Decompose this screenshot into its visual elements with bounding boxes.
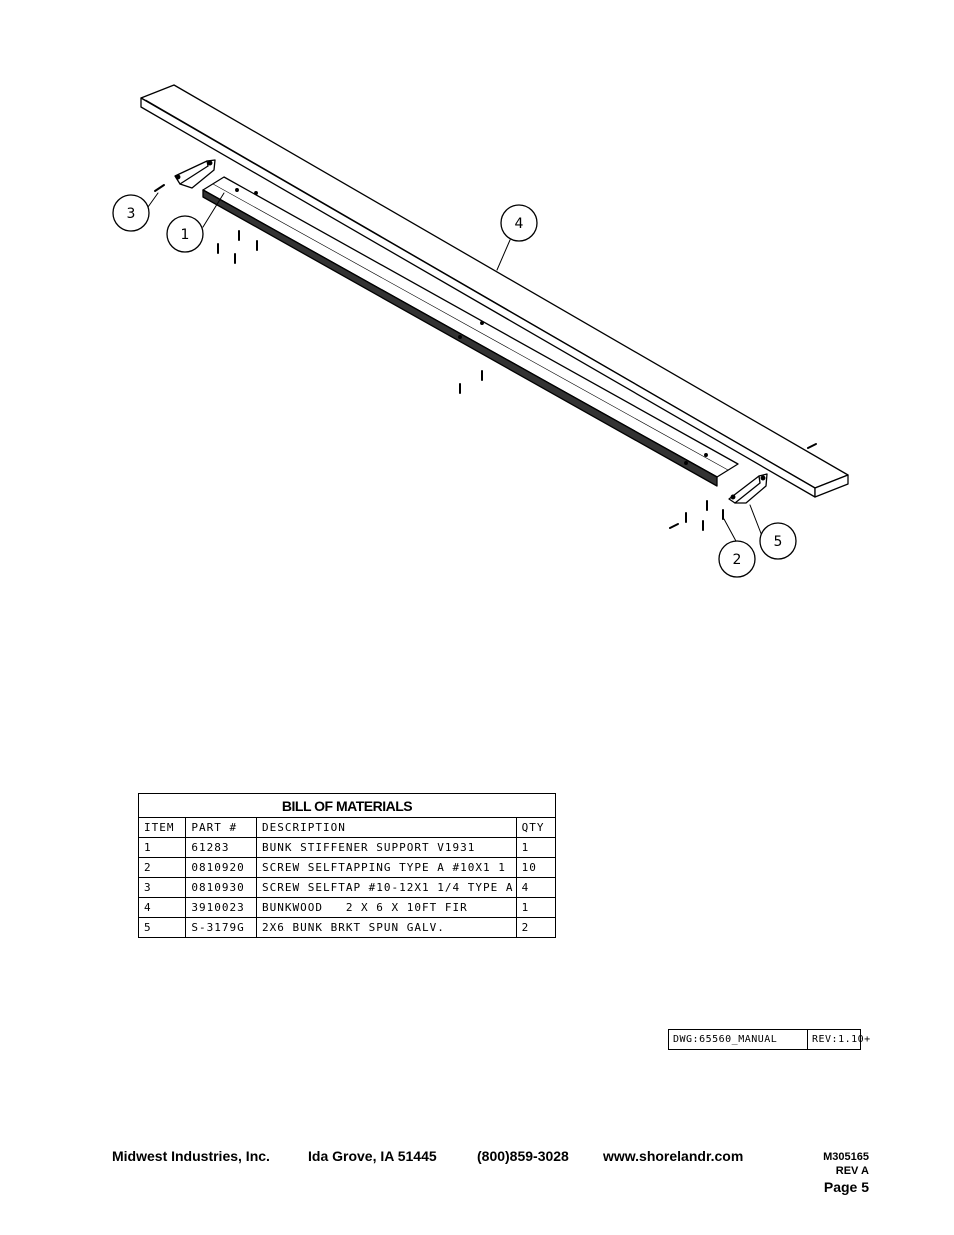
item-balloon-2: 2	[718, 540, 756, 578]
footer-location: Ida Grove, IA 51445	[308, 1148, 437, 1164]
leader-lines	[147, 192, 763, 544]
exploded-assembly-drawing: 1 2 3 4 5	[112, 84, 849, 578]
footer-website: www.shorelandr.com	[603, 1148, 744, 1164]
bom-header-qty: QTY	[515, 817, 557, 838]
bom-qty: 2	[515, 917, 557, 938]
bom-title: BILL OF MATERIALS	[138, 793, 556, 818]
bom-title-row: BILL OF MATERIALS	[138, 793, 556, 818]
table-row: 4 3910023 BUNKWOOD 2 X 6 X 10FT FIR 1	[137, 897, 557, 918]
bunkwood-board	[140, 84, 849, 498]
bom-header-item: ITEM	[137, 817, 187, 838]
footer-phone: (800)859-3028	[477, 1148, 569, 1164]
bom-description: BUNK STIFFENER SUPPORT V1931	[255, 837, 517, 858]
bom-item: 2	[137, 857, 187, 878]
bom-item: 1	[137, 837, 187, 858]
screws	[154, 184, 817, 531]
bom-item: 4	[137, 897, 187, 918]
bom-part-number: 61283	[185, 837, 257, 858]
document-revision: REV A	[835, 1165, 869, 1177]
bom-qty: 1	[515, 897, 557, 918]
bom-qty: 1	[515, 837, 557, 858]
bom-header-description: DESCRIPTION	[255, 817, 517, 838]
bom-item: 3	[137, 877, 187, 898]
document-number: M305165	[823, 1151, 869, 1163]
item-balloon-4: 4	[500, 204, 538, 242]
item-balloon-1: 1	[166, 215, 204, 253]
item-balloon-3: 3	[112, 194, 150, 232]
table-row: 5 S-3179G 2X6 BUNK BRKT SPUN GALV. 2	[137, 917, 557, 938]
svg-text:4: 4	[515, 216, 524, 232]
bom-part-number: 0810920	[185, 857, 257, 878]
bom-description: 2X6 BUNK BRKT SPUN GALV.	[255, 917, 517, 938]
bom-item: 5	[137, 917, 187, 938]
drawing-revision: REV:1.10+	[812, 1034, 871, 1045]
bom-part-number: 0810930	[185, 877, 257, 898]
bom-part-number: S-3179G	[185, 917, 257, 938]
svg-text:3: 3	[127, 206, 136, 222]
bom-qty: 10	[515, 857, 557, 878]
table-row: 3 0810930 SCREW SELFTAP #10-12X1 1/4 TYP…	[137, 877, 557, 898]
svg-text:5: 5	[774, 534, 783, 550]
table-row: 2 0810920 SCREW SELFTAPPING TYPE A #10X1…	[137, 857, 557, 878]
drawing-title-block: DWG:65560_MANUAL REV:1.10+	[668, 1029, 871, 1050]
bom-header-part: PART #	[185, 817, 257, 838]
page-number: Page 5	[823, 1179, 869, 1195]
table-row: 1 61283 BUNK STIFFENER SUPPORT V1931 1	[137, 837, 557, 858]
bom-description: SCREW SELFTAP #10-12X1 1/4 TYPE A	[255, 877, 517, 898]
svg-text:1: 1	[181, 227, 190, 243]
bom-qty: 4	[515, 877, 557, 898]
bom-description: SCREW SELFTAPPING TYPE A #10X1 1	[255, 857, 517, 878]
bunk-stiffener-support	[202, 176, 739, 487]
bunk-bracket-right	[728, 473, 768, 504]
drawing-number: DWG:65560_MANUAL	[669, 1030, 808, 1049]
footer-company: Midwest Industries, Inc.	[112, 1148, 270, 1164]
item-balloon-5: 5	[759, 522, 797, 560]
svg-text:2: 2	[733, 552, 742, 568]
bom-part-number: 3910023	[185, 897, 257, 918]
bill-of-materials-table: BILL OF MATERIALS ITEM PART # DESCRIPTIO…	[137, 793, 557, 938]
bom-header-row: ITEM PART # DESCRIPTION QTY	[137, 817, 557, 838]
bunk-bracket-left	[174, 159, 216, 189]
bom-description: BUNKWOOD 2 X 6 X 10FT FIR	[255, 897, 517, 918]
